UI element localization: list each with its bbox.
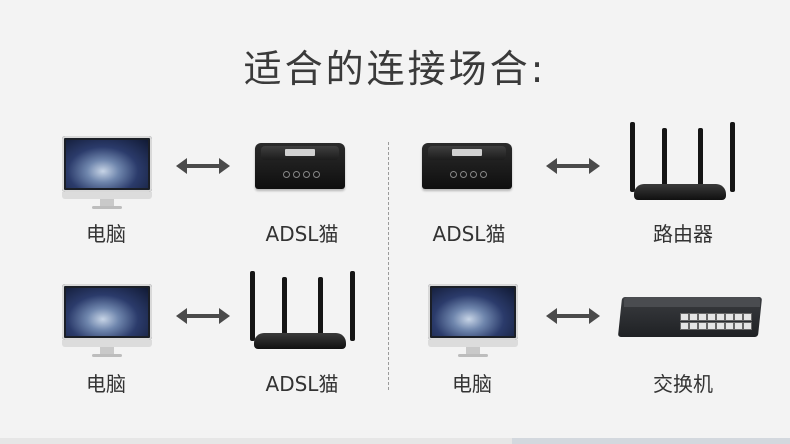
double-arrow-icon (546, 158, 600, 174)
double-arrow-icon (176, 158, 230, 174)
label-router: 路由器 (653, 222, 713, 246)
label-adsl-1: ADSL猫 (265, 222, 339, 246)
double-arrow-icon (546, 308, 600, 324)
label-pc-2: 电脑 (86, 372, 126, 396)
label-adsl-2: ADSL猫 (432, 222, 506, 246)
footer-bar (0, 438, 790, 444)
label-adsl-3: ADSL猫 (265, 372, 339, 396)
double-arrow-icon (176, 308, 230, 324)
page-title: 适合的连接场合: (243, 47, 547, 91)
label-pc-1: 电脑 (86, 222, 126, 246)
label-pc-3: 电脑 (452, 372, 492, 396)
label-switch: 交换机 (653, 372, 713, 396)
center-divider (388, 142, 389, 390)
